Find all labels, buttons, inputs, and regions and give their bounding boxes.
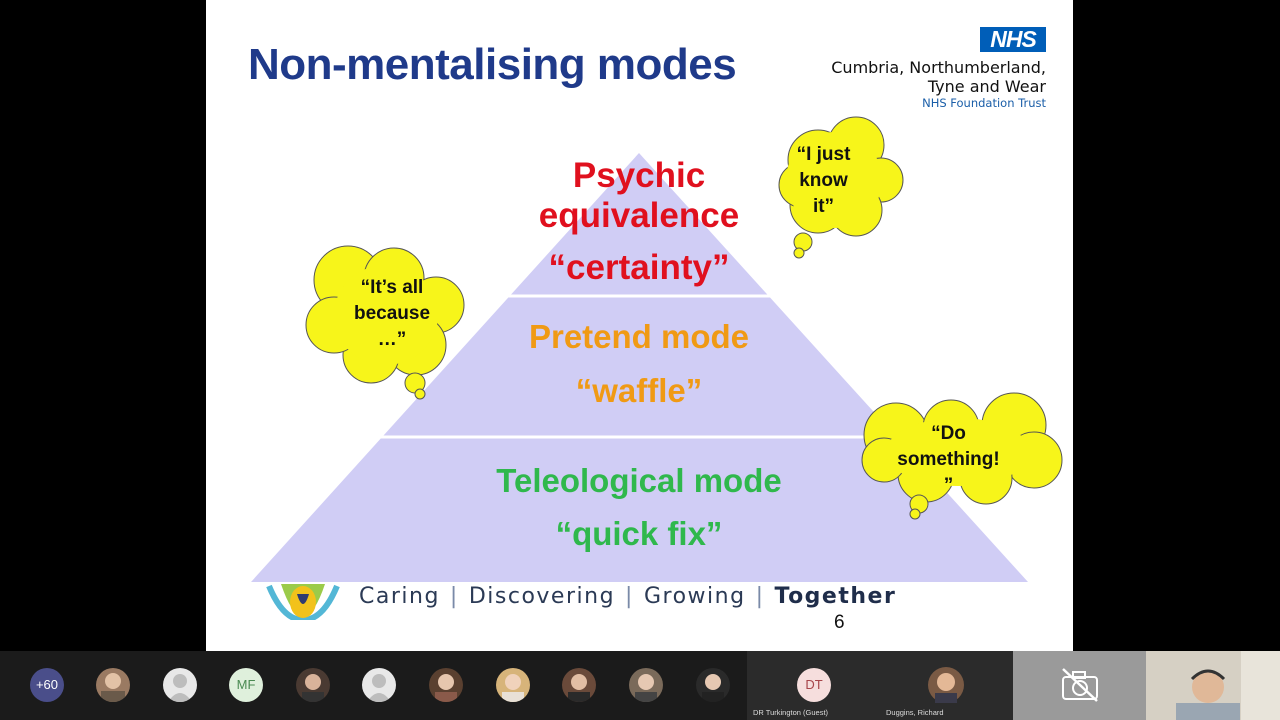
pyramid-shape [251,153,1028,582]
more-participants-button[interactable]: +60 [30,668,64,702]
participant-avatar[interactable] [562,668,596,702]
footer-discovering: Discovering [468,584,616,609]
trust-subtitle: NHS Foundation Trust [922,96,1046,110]
nhs-logo: NHS [980,27,1046,52]
participant-avatar[interactable] [629,668,663,702]
footer-separator: | [449,584,459,609]
participant-name: DR Turkington (Guest) [753,708,829,717]
thought-cloud-3 [861,392,1063,520]
cloud-text-2: “It’s all because …” [336,275,448,353]
presentation-slide: Non-mentalising modes NHS Cumbria, North… [206,0,1073,651]
thought-cloud-2 [305,245,465,400]
psychic-line-1: Psychic [572,156,706,195]
footer-growing: Growing [643,584,746,609]
psychic-equivalence-label: Psychic equivalence [489,156,789,236]
slide-title: Non-mentalising modes [248,40,737,89]
camera-off-tile[interactable] [1013,651,1146,720]
pyramid-diagram [206,116,1073,582]
footer-together: Together [774,584,897,609]
participant-avatar[interactable] [96,668,130,702]
cloud-2-line-3: …” [377,329,407,350]
participant-avatar[interactable] [496,668,530,702]
cloud-text-3: “Do something! ” [886,421,1011,499]
participant-name: Duggins, Richard [886,708,944,717]
cloud-1-line-2: know [799,170,848,191]
footer-separator: | [755,584,765,609]
camera-off-icon [1062,668,1098,702]
self-video-tile[interactable] [1146,651,1280,720]
cloud-3-line-1: “Do [931,423,966,444]
cloud-2-line-2: because [353,303,431,324]
footer-caring: Caring [359,584,440,609]
page-number: 6 [834,612,845,633]
teleological-mode-label: Teleological mode [496,462,782,499]
participant-avatar[interactable] [296,668,330,702]
waffle-quote: “waffle” [575,372,703,409]
trust-name: Cumbria, Northumberland, Tyne and Wear [831,58,1046,96]
participant-avatar-placeholder[interactable] [362,668,396,702]
cloud-1-line-3: it” [812,196,835,217]
participant-tile-duggins[interactable]: Duggins, Richard [880,651,1013,720]
cloud-3-line-2: something! [897,449,1000,470]
participant-initials-avatar: DT [797,668,831,702]
cloud-2-line-1: “It’s all [360,277,424,298]
cloud-1-line-1: “I just [796,144,851,165]
psychic-line-2: equivalence [538,196,740,235]
trust-name-line-2: Tyne and Wear [927,77,1046,96]
trust-name-line-1: Cumbria, Northumberland, [831,58,1046,77]
self-video-feed [1146,651,1280,720]
values-footer: Caring | Discovering | Growing | Togethe… [359,574,896,619]
participant-avatar-initials[interactable]: MF [229,668,263,702]
participant-avatar[interactable] [429,668,463,702]
certainty-quote: “certainty” [548,248,730,287]
trust-logo-icon [266,584,340,620]
footer-separator: | [625,584,634,609]
participant-tile-dt[interactable]: DT DR Turkington (Guest) [747,651,880,720]
participant-avatar-placeholder[interactable] [163,668,197,702]
cloud-3-line-3: ” [943,475,954,496]
quick-fix-quote: “quick fix” [555,515,723,552]
cloud-text-1: “I just know it” [781,142,866,220]
pretend-mode-label: Pretend mode [528,318,750,355]
participant-photo [928,667,964,703]
participant-avatar[interactable] [696,668,730,702]
thought-cloud-1 [778,116,904,259]
